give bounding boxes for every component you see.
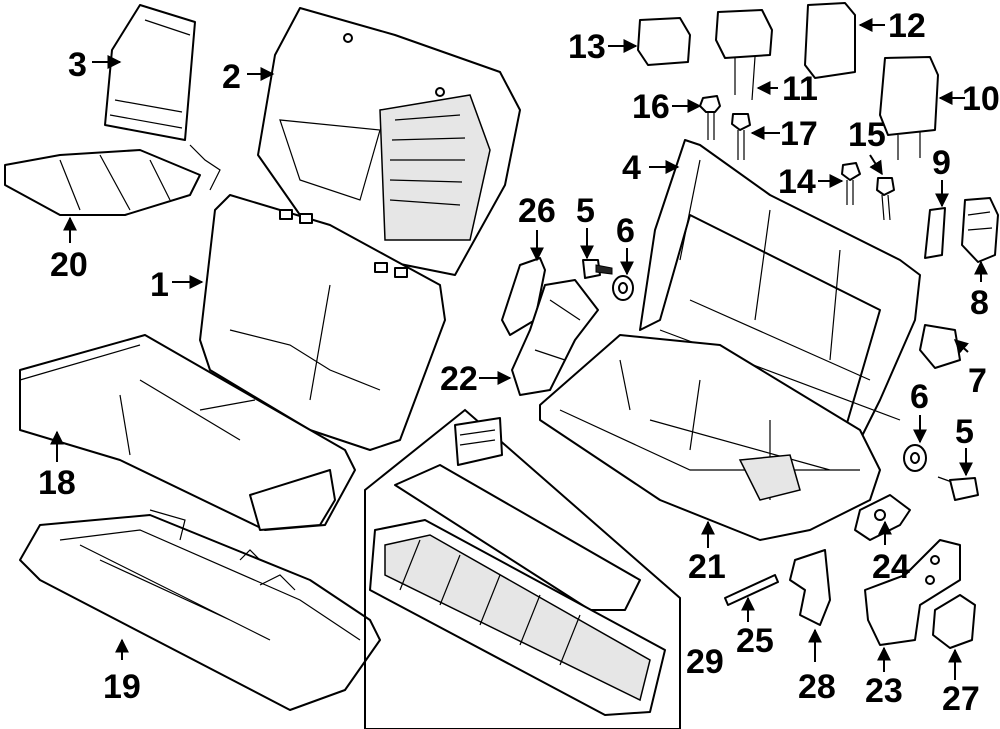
callout-22: 22 — [440, 360, 478, 398]
part-24-bracket — [854, 494, 911, 541]
part-5-bolt-lower — [937, 476, 979, 501]
callout-16: 16 — [632, 88, 670, 126]
part-6-washer-lower — [903, 444, 927, 472]
part-16-guide — [699, 95, 721, 140]
part-10-head-restraint — [879, 56, 939, 160]
part-27-block — [932, 594, 976, 649]
part-9-bracket — [924, 207, 946, 259]
callout-7: 7 — [968, 362, 987, 400]
callout-3: 3 — [68, 46, 87, 84]
part-7-bracket-plate — [919, 324, 961, 369]
callout-4: 4 — [622, 149, 641, 187]
callout-23: 23 — [865, 672, 903, 710]
callout-14: 14 — [778, 163, 816, 201]
callout-6-lower: 6 — [910, 378, 929, 416]
callout-11: 11 — [782, 70, 818, 108]
callout-28: 28 — [798, 668, 836, 706]
part-23-hinge-bracket — [864, 539, 961, 646]
part-28-bracket — [789, 549, 831, 626]
part-6-washer-upper — [612, 275, 634, 301]
leader-lines — [50, 18, 988, 680]
part-29-storage-tray — [364, 408, 681, 729]
callout-15: 15 — [848, 116, 886, 154]
callout-26: 26 — [518, 192, 556, 230]
callout-17: 17 — [780, 115, 818, 153]
part-19-seat-pan — [19, 509, 381, 711]
part-17-guide — [731, 113, 751, 160]
callout-9: 9 — [932, 144, 951, 182]
part-22-hinge — [511, 279, 599, 396]
part-13-head-restraint — [637, 17, 691, 66]
part-11-head-restraint — [715, 9, 773, 101]
callout-10: 10 — [962, 80, 1000, 118]
callout-21: 21 — [688, 548, 726, 586]
callout-1: 1 — [150, 266, 169, 304]
part-3-pad — [104, 4, 196, 141]
callout-labels: 3 2 1 20 18 19 13 12 11 10 16 17 15 14 4… — [38, 7, 1000, 718]
part-15-guide — [876, 177, 895, 221]
callout-5-upper: 5 — [576, 192, 595, 230]
part-20-cover — [4, 144, 221, 216]
part-25-rod — [724, 574, 779, 606]
part-8-hinge-cover — [961, 197, 999, 263]
callout-6-upper: 6 — [616, 212, 635, 250]
part-14-guide — [841, 162, 861, 205]
part-5-bolt-upper — [582, 259, 613, 279]
callout-5-lower: 5 — [955, 413, 974, 451]
callout-25: 25 — [736, 622, 774, 660]
callout-27: 27 — [942, 680, 980, 718]
part-1-seat-back-cushion — [199, 194, 446, 451]
callout-18: 18 — [38, 464, 76, 502]
callout-8: 8 — [970, 284, 989, 322]
callout-20: 20 — [50, 246, 88, 284]
part-12-head-restraint — [804, 2, 856, 79]
part-21-seat-base-frame — [539, 334, 881, 541]
callout-13: 13 — [568, 28, 606, 66]
part-18-seat-cushion — [19, 334, 356, 531]
callout-29: 29 — [686, 643, 724, 681]
callout-24: 24 — [872, 548, 910, 586]
callout-12: 12 — [888, 7, 926, 45]
callout-19: 19 — [103, 668, 141, 706]
part-2-seat-back-frame — [257, 7, 521, 276]
callout-2: 2 — [222, 58, 241, 96]
